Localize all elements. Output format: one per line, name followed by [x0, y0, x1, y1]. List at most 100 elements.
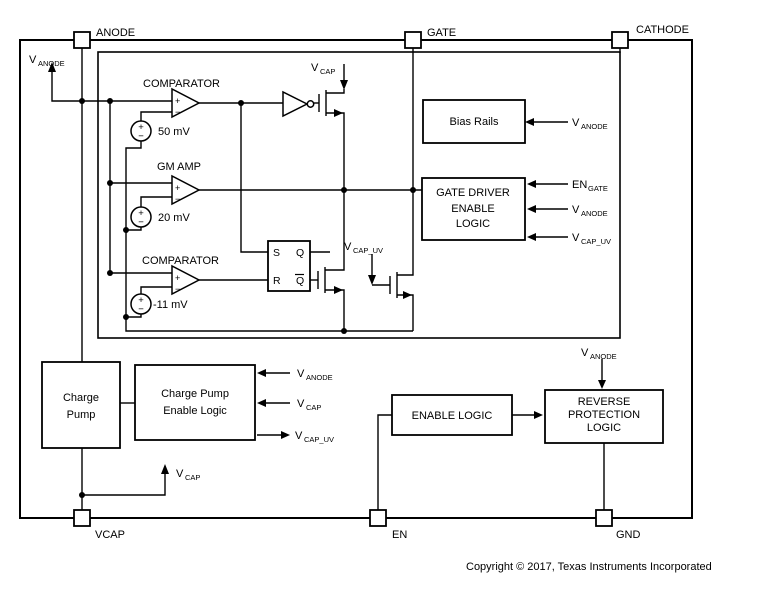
pin-cathode: CATHODE: [611, 24, 689, 49]
vanode-main: V: [29, 54, 37, 66]
offset-20mv-label: 20 mV: [158, 212, 190, 224]
vcap-main: V: [311, 62, 319, 74]
offset-source-20mv: + − 20 mV: [130, 206, 190, 228]
pin-gnd-label: GND: [616, 529, 641, 541]
gate-pad-icon: [404, 31, 422, 49]
vcapuv-main: V: [572, 232, 580, 244]
cp-enable-label-line1: Charge Pump: [161, 388, 229, 400]
mosfet-source-arrow-icon: [403, 291, 412, 299]
label-vcapuv-mosfet: V CAP_UV: [344, 241, 383, 255]
label-vcap-pickoff: V CAP: [176, 468, 200, 482]
arrow-down-icon: [368, 275, 376, 285]
vcap-sub: CAP: [185, 473, 200, 482]
engate-sub: GATE: [588, 184, 608, 193]
sr-latch-box: [267, 240, 311, 292]
pin-en: EN: [369, 509, 407, 541]
anode-pad-icon: [73, 31, 91, 49]
mosfet-latch-pulldown: [317, 190, 345, 331]
label-vanode-bias: V ANODE: [572, 117, 608, 131]
device-boundary: [19, 39, 693, 519]
wires: [48, 48, 621, 510]
cp-enable-label-line2: Enable Logic: [163, 405, 227, 417]
block-gate-driver-enable-logic: GATE DRIVER ENABLE LOGIC: [421, 177, 526, 241]
vcap-sub: CAP: [320, 67, 335, 76]
comparator-icon: [171, 264, 201, 296]
block-bias-rails: Bias Rails: [422, 99, 526, 144]
comparator-bottom-label: COMPARATOR: [142, 255, 219, 267]
vcap-main: V: [297, 398, 305, 410]
pin-en-label: EN: [392, 529, 407, 541]
gm-amp-label: GM AMP: [157, 161, 201, 173]
gm-amp-icon: [171, 174, 201, 206]
engate-main: EN: [572, 179, 587, 191]
copyright-text: Copyright © 2017, Texas Instruments Inco…: [466, 561, 712, 573]
arrow-down-icon: [598, 380, 606, 389]
arrow-up-icon: [161, 464, 169, 474]
arrow-left-icon: [527, 180, 536, 188]
label-vanode-cpenable: V ANODE: [297, 368, 333, 382]
vanode-sub: ANODE: [38, 59, 65, 68]
mosfet-gate-pullup: [314, 64, 348, 190]
arrow-right-icon: [534, 411, 543, 419]
vcapuv-sub: CAP_UV: [581, 237, 611, 246]
reverse-protection-label-line1: REVERSE: [578, 396, 631, 408]
reverse-protection-label-line3: LOGIC: [587, 422, 621, 434]
pin-gate-label: GATE: [427, 27, 456, 39]
vcapuv-main: V: [295, 430, 303, 442]
pin-anode-label: ANODE: [96, 27, 135, 39]
arrow-down-icon: [340, 80, 348, 90]
core-box: [97, 51, 621, 339]
plus-symbol: +: [175, 183, 180, 193]
inverter-bubble-icon: [306, 100, 315, 108]
comparator-bottom: + − COMPARATOR: [142, 255, 219, 296]
label-vcapuv-gatedriver: V CAP_UV: [572, 232, 611, 246]
pin-vcap-label: VCAP: [95, 529, 125, 541]
label-vanode-gatedriver: V ANODE: [572, 204, 608, 218]
comparator-icon: [171, 87, 201, 119]
charge-pump-label-line1: Charge: [63, 392, 99, 404]
label-vcap-cpenable: V CAP: [297, 398, 321, 412]
vcapuv-main: V: [344, 241, 352, 253]
vanode-sub: ANODE: [590, 352, 617, 361]
vcapuv-sub: CAP_UV: [304, 435, 334, 444]
vanode-main: V: [581, 347, 589, 359]
arrow-left-icon: [527, 205, 536, 213]
minus-symbol: −: [175, 194, 180, 204]
vanode-sub: ANODE: [581, 209, 608, 218]
gate-driver-label-line3: LOGIC: [456, 218, 490, 230]
plus-symbol: +: [175, 273, 180, 283]
bias-rails-label: Bias Rails: [450, 116, 499, 128]
gm-amp: + − GM AMP: [157, 161, 201, 206]
minus-symbol: −: [175, 107, 180, 117]
mosfet-source-arrow-icon: [334, 109, 343, 117]
mosfet-source-arrow-icon: [334, 286, 343, 294]
minus-symbol: −: [138, 217, 144, 228]
inverter: [282, 90, 315, 118]
inverter-icon: [282, 90, 309, 118]
plus-symbol: +: [138, 295, 144, 306]
minus-symbol: −: [175, 284, 180, 294]
pin-anode: ANODE: [73, 27, 135, 49]
label-vcapuv-cpoutput: V CAP_UV: [295, 430, 334, 444]
sr-latch: S Q R Q: [267, 240, 311, 292]
gate-driver-label-line2: ENABLE: [451, 203, 494, 215]
vanode-main: V: [297, 368, 305, 380]
vcap-pad-icon: [73, 509, 91, 527]
latch-s-label: S: [273, 247, 280, 259]
latch-qbar-label: Q: [296, 275, 304, 287]
offset-source-neg11mv: + − -11 mV: [130, 293, 188, 315]
comparator-top-label: COMPARATOR: [143, 78, 220, 90]
latch-q-label: Q: [296, 247, 304, 259]
pin-gate: GATE: [404, 27, 456, 49]
block-charge-pump: Charge Pump: [41, 361, 121, 449]
vanode-main: V: [572, 117, 580, 129]
vanode-main: V: [572, 204, 580, 216]
voltage-source-icon: [130, 120, 152, 142]
comparator-top: + − COMPARATOR: [143, 78, 220, 119]
pin-vcap: VCAP: [73, 509, 125, 541]
mosfet-uv-pulldown: [368, 190, 414, 331]
offset-neg11mv-label: -11 mV: [153, 299, 188, 311]
arrow-up-icon: [48, 62, 56, 72]
